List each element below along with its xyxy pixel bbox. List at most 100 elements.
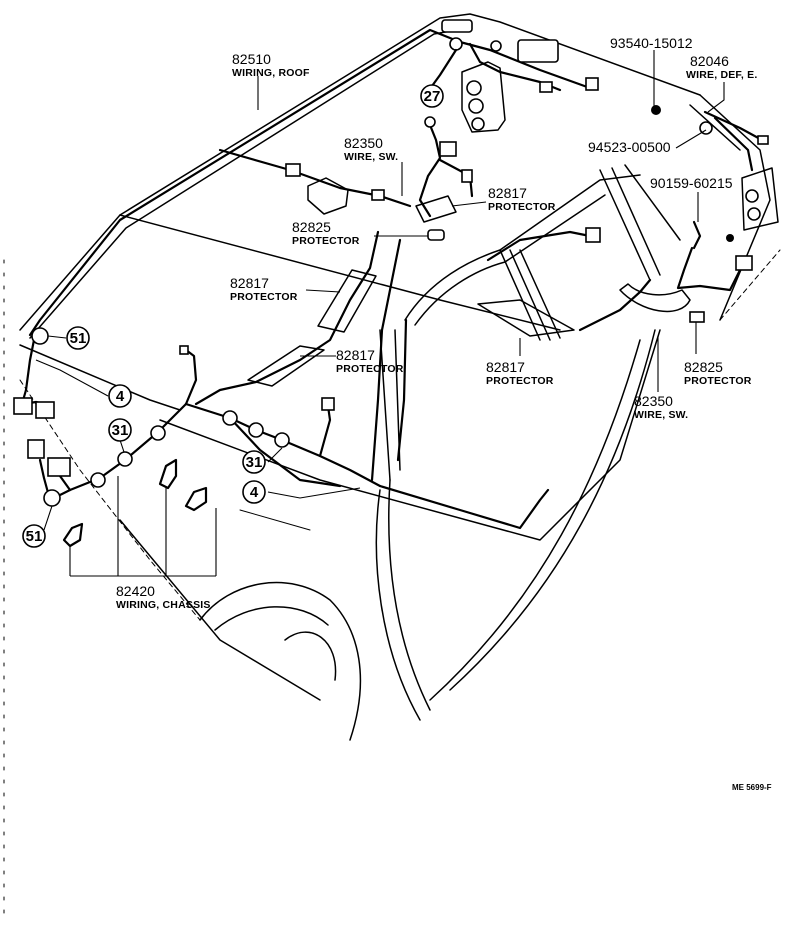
rear-body-side <box>429 339 641 701</box>
chassis-top-terminal <box>179 345 189 355</box>
chassis-branch-up <box>184 348 198 406</box>
rear-quarter-2 <box>611 167 661 276</box>
defogger-terminal <box>757 135 769 145</box>
label-82817c-desc: PROTECTOR <box>336 363 404 375</box>
leader-lines <box>35 50 725 577</box>
rear-door-harness <box>486 230 592 262</box>
chassis-harness-floor <box>228 416 342 488</box>
callout-27: 27 <box>420 84 444 108</box>
bolt-93540 <box>651 105 661 115</box>
interior-lamp-unit <box>307 177 349 215</box>
label-82420-number: 82420 <box>116 583 155 599</box>
leader-82046 <box>707 82 725 113</box>
leader-31a <box>119 439 125 453</box>
roof-harness-lead-27 <box>430 48 458 88</box>
c-pillar-3 <box>519 249 561 339</box>
protector-82817-rear <box>477 299 575 337</box>
roof-left-connector <box>13 397 33 415</box>
window-frame-inner <box>414 194 606 326</box>
chassis-left-connector-2 <box>47 457 71 477</box>
clamp-ring-4 <box>222 410 238 426</box>
callout-4-lower: 4 <box>242 480 266 504</box>
roof-harness-main <box>28 28 592 337</box>
label-82510-desc: WIRING, ROOF <box>232 67 310 79</box>
door-rear-edge-2 <box>388 479 431 711</box>
svg-text:31: 31 <box>112 422 129 439</box>
hidden-body-line-2 <box>719 249 781 321</box>
clamp-ring-6 <box>274 432 290 448</box>
label-82046-desc: WIRE, DEF, E. <box>686 69 757 81</box>
label-82350b-number: 82350 <box>634 393 673 409</box>
rear-quarter-3 <box>624 164 681 241</box>
protector-82825-rear <box>689 311 705 323</box>
rear-door-connector <box>585 227 601 243</box>
switch-wire-82350-a <box>418 118 442 218</box>
callout-circles: 27 51 4 31 31 4 51 <box>22 84 444 548</box>
label-82420-desc: WIRING, CHASSIS <box>116 599 211 611</box>
tail-lamp-right-socket-1 <box>745 189 759 203</box>
rear-harness-connector <box>735 255 753 271</box>
label-94523-number: 94523-00500 <box>588 139 671 155</box>
chassis-left-connector <box>27 439 45 459</box>
clamp-ring-3 <box>150 425 166 441</box>
pillar-harness <box>194 230 380 406</box>
protector-82825-top <box>427 229 445 241</box>
leader-4b <box>267 487 361 499</box>
chassis-connector-door <box>321 397 335 411</box>
svg-text:51: 51 <box>70 330 87 347</box>
lower-side-line <box>239 509 311 531</box>
leader-82817a <box>451 201 487 207</box>
front-fender-inner <box>214 606 329 631</box>
trunk-lock-bracket <box>619 283 691 313</box>
c-pillar-2 <box>509 249 551 341</box>
bracket-3 <box>184 486 208 512</box>
label-82817b-desc: PROTECTOR <box>230 291 298 303</box>
label-82046-number: 82046 <box>690 53 729 69</box>
tail-lamp-body <box>461 61 506 133</box>
label-82350a-desc: WIRE, SW. <box>344 151 398 163</box>
leader-94523 <box>675 129 707 149</box>
interior-lamp-assembly <box>218 148 412 215</box>
switch-connector <box>439 141 457 157</box>
pillar-protectors <box>194 227 652 482</box>
svg-text:27: 27 <box>424 88 441 105</box>
label-82825b-desc: PROTECTOR <box>684 375 752 387</box>
roof-side-rail <box>119 214 561 331</box>
callout-31-left: 31 <box>108 418 132 442</box>
part-labels: 82510 WIRING, ROOF 93540-15012 82046 WIR… <box>116 35 757 611</box>
body-lower-line <box>119 519 321 701</box>
label-82825a-number: 82825 <box>292 219 331 235</box>
roof-front-edge <box>19 13 701 331</box>
roof-junction-ring-2 <box>490 40 502 52</box>
front-fender <box>199 581 362 741</box>
label-82817c-number: 82817 <box>336 347 375 363</box>
callout-4-upper: 4 <box>108 384 132 408</box>
callout-51-upper: 51 <box>66 326 90 350</box>
lamp-wire <box>218 148 412 208</box>
bracket-1 <box>62 522 84 548</box>
dome-light-unit <box>517 39 559 63</box>
protector-82817-pillar <box>317 269 377 333</box>
bracket-2 <box>158 458 178 490</box>
label-82817a-number: 82817 <box>488 185 527 201</box>
clamp-ring-2 <box>117 451 133 467</box>
leader-31b <box>267 447 283 463</box>
roof-clip <box>441 19 473 33</box>
label-82510-number: 82510 <box>232 51 271 67</box>
clip-90159 <box>692 220 702 250</box>
roof-end-connector <box>585 77 599 91</box>
leader-82817b <box>305 289 341 293</box>
rear-quarter-1 <box>599 169 651 281</box>
rear-ground-point <box>726 234 734 242</box>
rear-deck-inner <box>689 104 741 151</box>
svg-text:31: 31 <box>246 454 263 471</box>
leader-51a <box>47 335 67 339</box>
chassis-harness-rear <box>378 484 550 530</box>
defogger-wire-82046 <box>703 110 764 142</box>
label-82825b-number: 82825 <box>684 359 723 375</box>
roof-wiring-harness <box>24 19 599 392</box>
clamp-ring-5 <box>248 422 264 438</box>
pillar-harness-3 <box>396 318 408 462</box>
pillar-harness-2 <box>370 238 402 482</box>
rear-body-side-2 <box>449 329 656 691</box>
